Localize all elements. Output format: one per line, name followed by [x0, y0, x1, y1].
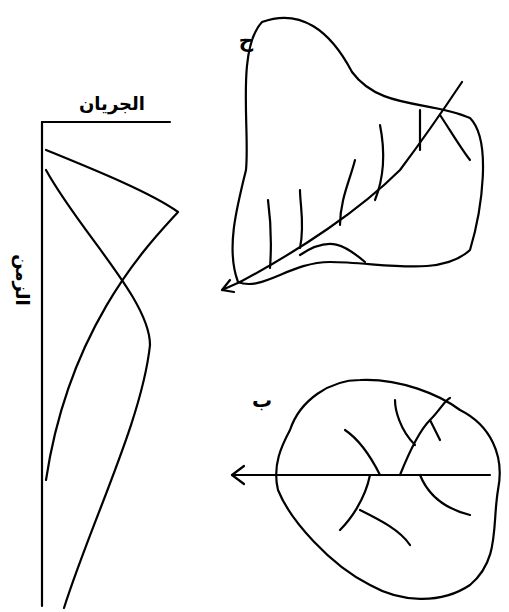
tributary: [340, 160, 355, 225]
flat-hydrograph: [46, 170, 150, 608]
panel-letter: ح: [239, 30, 253, 50]
tributary: [375, 125, 383, 200]
tributary: [340, 475, 410, 545]
basin-outline: [276, 380, 500, 599]
basin-outline: [233, 18, 483, 284]
time-axis: [41, 122, 43, 606]
tributary: [395, 398, 450, 475]
main-channel: [232, 474, 490, 476]
tributary: [420, 110, 470, 160]
tributary: [268, 200, 271, 268]
peaked-hydrograph: [46, 150, 178, 480]
axis-title: الجريان: [79, 95, 145, 113]
main-channel: [240, 82, 462, 282]
tributary: [420, 475, 470, 515]
outlet-arrow: [222, 280, 240, 292]
outlet-arrow: [232, 466, 244, 484]
flow-axis: [42, 121, 170, 123]
tributary: [345, 430, 380, 475]
axis-title: الزمن: [13, 254, 31, 305]
tributary: [300, 190, 302, 248]
panel-letter: ب: [252, 390, 272, 410]
tributary: [300, 244, 365, 262]
